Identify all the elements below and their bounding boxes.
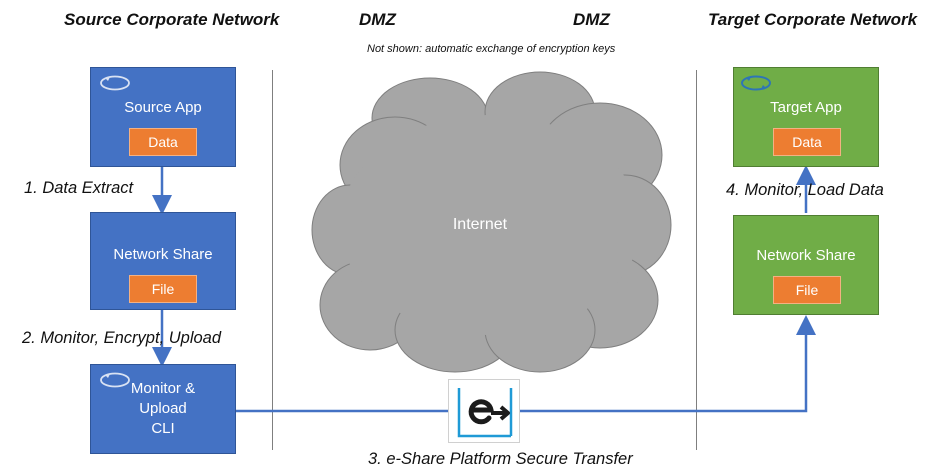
target-app-box: Target App Data <box>733 67 879 167</box>
wire-eshare-to-target <box>520 315 816 413</box>
target-share-title: Network Share <box>756 247 856 264</box>
source-app-box: Source App Data <box>90 67 236 167</box>
cli-title-line-2: Upload <box>139 400 187 417</box>
sync-icon <box>741 75 771 91</box>
target-network-share-box: Network Share File <box>733 215 879 315</box>
dmz-left-header: DMZ <box>359 10 396 29</box>
step-1-label: 1. Data Extract <box>24 179 134 197</box>
source-network-share-box: Network Share File <box>90 212 236 310</box>
target-app-title: Target App <box>770 99 842 116</box>
sync-icon <box>100 75 130 91</box>
step-2-label: 2. Monitor, Encrypt, Upload <box>22 329 222 347</box>
sync-icon <box>100 372 130 388</box>
e-share-logo-icon <box>448 379 520 443</box>
cli-title-line-3: CLI <box>151 420 175 437</box>
step-4-label: 4. Monitor, Load Data <box>726 181 884 199</box>
monitor-upload-cli-box: Monitor & Upload CLI <box>90 364 236 454</box>
dmz-right-header: DMZ <box>573 10 610 29</box>
divider-left <box>272 70 273 450</box>
source-share-title: Network Share <box>113 246 213 263</box>
cli-title-line-1: Monitor & <box>130 380 196 397</box>
target-share-file-tag: File <box>773 276 841 304</box>
source-share-file-tag: File <box>129 275 197 303</box>
source-app-title: Source App <box>124 99 202 116</box>
encryption-note: Not shown: automatic exchange of encrypt… <box>367 43 616 55</box>
source-app-data-tag: Data <box>129 128 197 156</box>
divider-right <box>696 70 697 450</box>
internet-label: Internet <box>452 216 508 233</box>
source-network-header: Source Corporate Network <box>64 10 280 29</box>
step-3-label: 3. e-Share Platform Secure Transfer <box>368 450 633 468</box>
target-network-header: Target Corporate Network <box>708 10 918 29</box>
target-app-data-tag: Data <box>773 128 841 156</box>
